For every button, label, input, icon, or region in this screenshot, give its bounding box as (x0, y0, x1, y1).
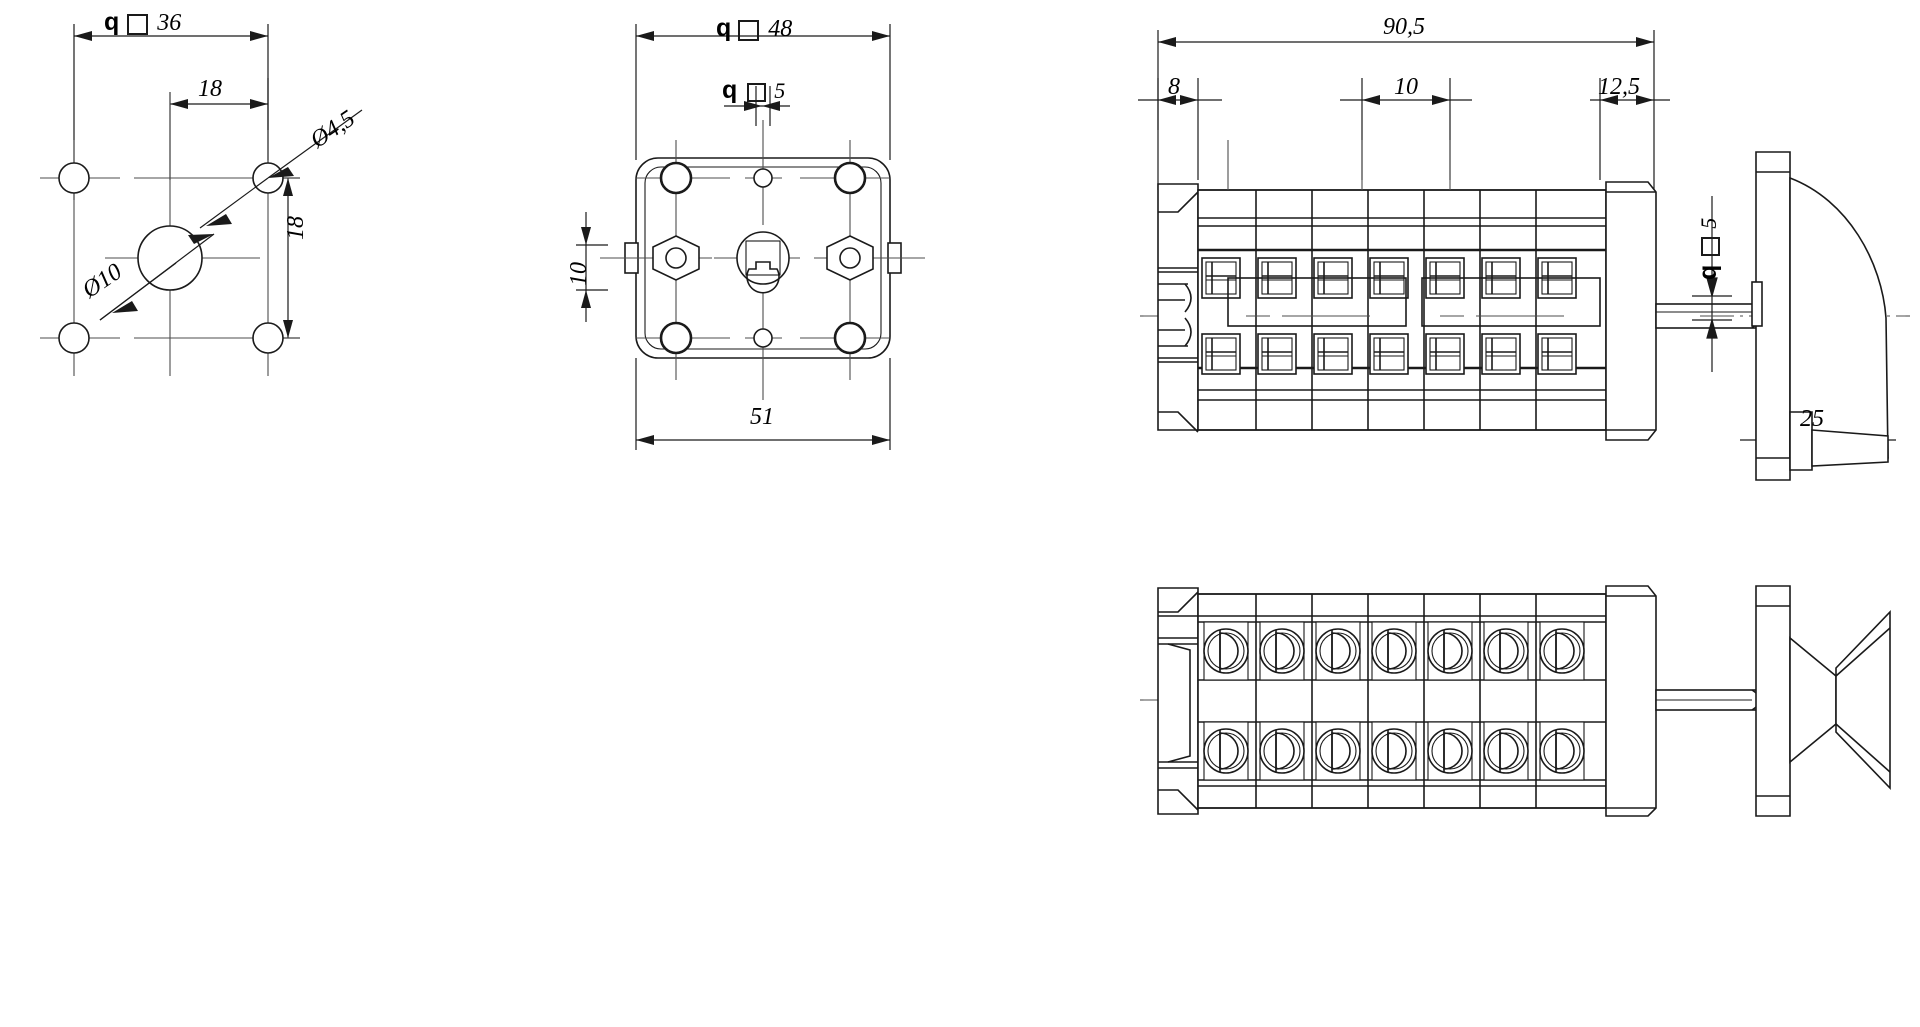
label-8: 8 (1168, 74, 1180, 100)
view-side-elevation (1138, 30, 1790, 441)
front-flange-bottom (1605, 585, 1657, 817)
mounting-hole-bottom-right (252, 322, 284, 354)
dim-line-18-vertical (283, 178, 293, 338)
terminal-row-lower (1201, 333, 1577, 375)
label-12-5: 12,5 (1598, 74, 1640, 100)
dim-line-51 (636, 435, 890, 445)
knob-body-top (1751, 151, 1889, 481)
square-symbol-icon (127, 14, 149, 36)
leader-dia-10 (99, 233, 215, 321)
label-q-48: q 48 (716, 14, 793, 42)
face-hole-top-center (753, 168, 773, 188)
front-flange (1605, 181, 1657, 441)
terminal-screw-row-upper (1203, 621, 1585, 681)
face-hole-bottom-center (753, 328, 773, 348)
square-symbol-icon (747, 83, 767, 103)
face-screw-bottom-right (833, 321, 867, 355)
view-front-face (576, 24, 925, 450)
square-symbol-icon (1701, 236, 1721, 256)
dim-line-8 (1138, 95, 1222, 105)
dim-line-10-pitch (1340, 95, 1472, 105)
knob-body-bottom (1755, 585, 1891, 817)
label-10-pitch: 10 (1394, 74, 1418, 100)
label-18-vertical: 18 (283, 216, 309, 240)
dim-line-shaft-5 (724, 86, 790, 126)
knob-notch (1751, 281, 1763, 327)
hex-bolt-right (826, 235, 874, 281)
mounting-hole-top-left (58, 162, 90, 194)
face-screw-top-left (659, 161, 693, 195)
center-shaft-square-5 (736, 231, 790, 294)
hex-bolt-left (652, 235, 700, 281)
rear-bracket (1157, 183, 1199, 433)
view-knob-profile (1692, 151, 1910, 481)
knob-lever-top (1789, 411, 1889, 471)
mounting-hole-bottom-left (58, 322, 90, 354)
label-90-5: 90,5 (1383, 14, 1425, 40)
rear-bracket-bottom (1157, 587, 1199, 815)
square-symbol-icon (738, 20, 760, 42)
dim-line-48 (636, 31, 890, 41)
leader-dia-4-5 (199, 109, 363, 229)
dim-line-12-5 (1590, 95, 1670, 105)
shaft-bottom (1655, 689, 1767, 711)
label-10-face: 10 (566, 262, 592, 286)
label-q-5-face: q 5 (722, 76, 786, 104)
label-18-horizontal: 18 (198, 76, 222, 102)
dim-line-18-horizontal (170, 99, 268, 109)
shaft-hole-dia-10 (137, 225, 203, 291)
view-mounting-pattern (40, 24, 363, 376)
label-q-36: q 36 (104, 8, 182, 36)
label-25: 25 (1800, 406, 1824, 432)
dim-line-90-5 (1158, 37, 1654, 47)
dim-line-36 (74, 31, 268, 41)
terminal-screw-row-lower (1203, 721, 1585, 781)
dim-line-knob-shaft-5 (1692, 196, 1732, 372)
label-q-5-knob: q 5 (1694, 217, 1722, 280)
mid-band-detail (1227, 277, 1601, 327)
face-screw-top-right (833, 161, 867, 195)
label-51: 51 (750, 404, 774, 430)
view-bottom-elevation (1140, 585, 1891, 817)
face-screw-bottom-left (659, 321, 693, 355)
dim-line-10-left (581, 212, 591, 322)
